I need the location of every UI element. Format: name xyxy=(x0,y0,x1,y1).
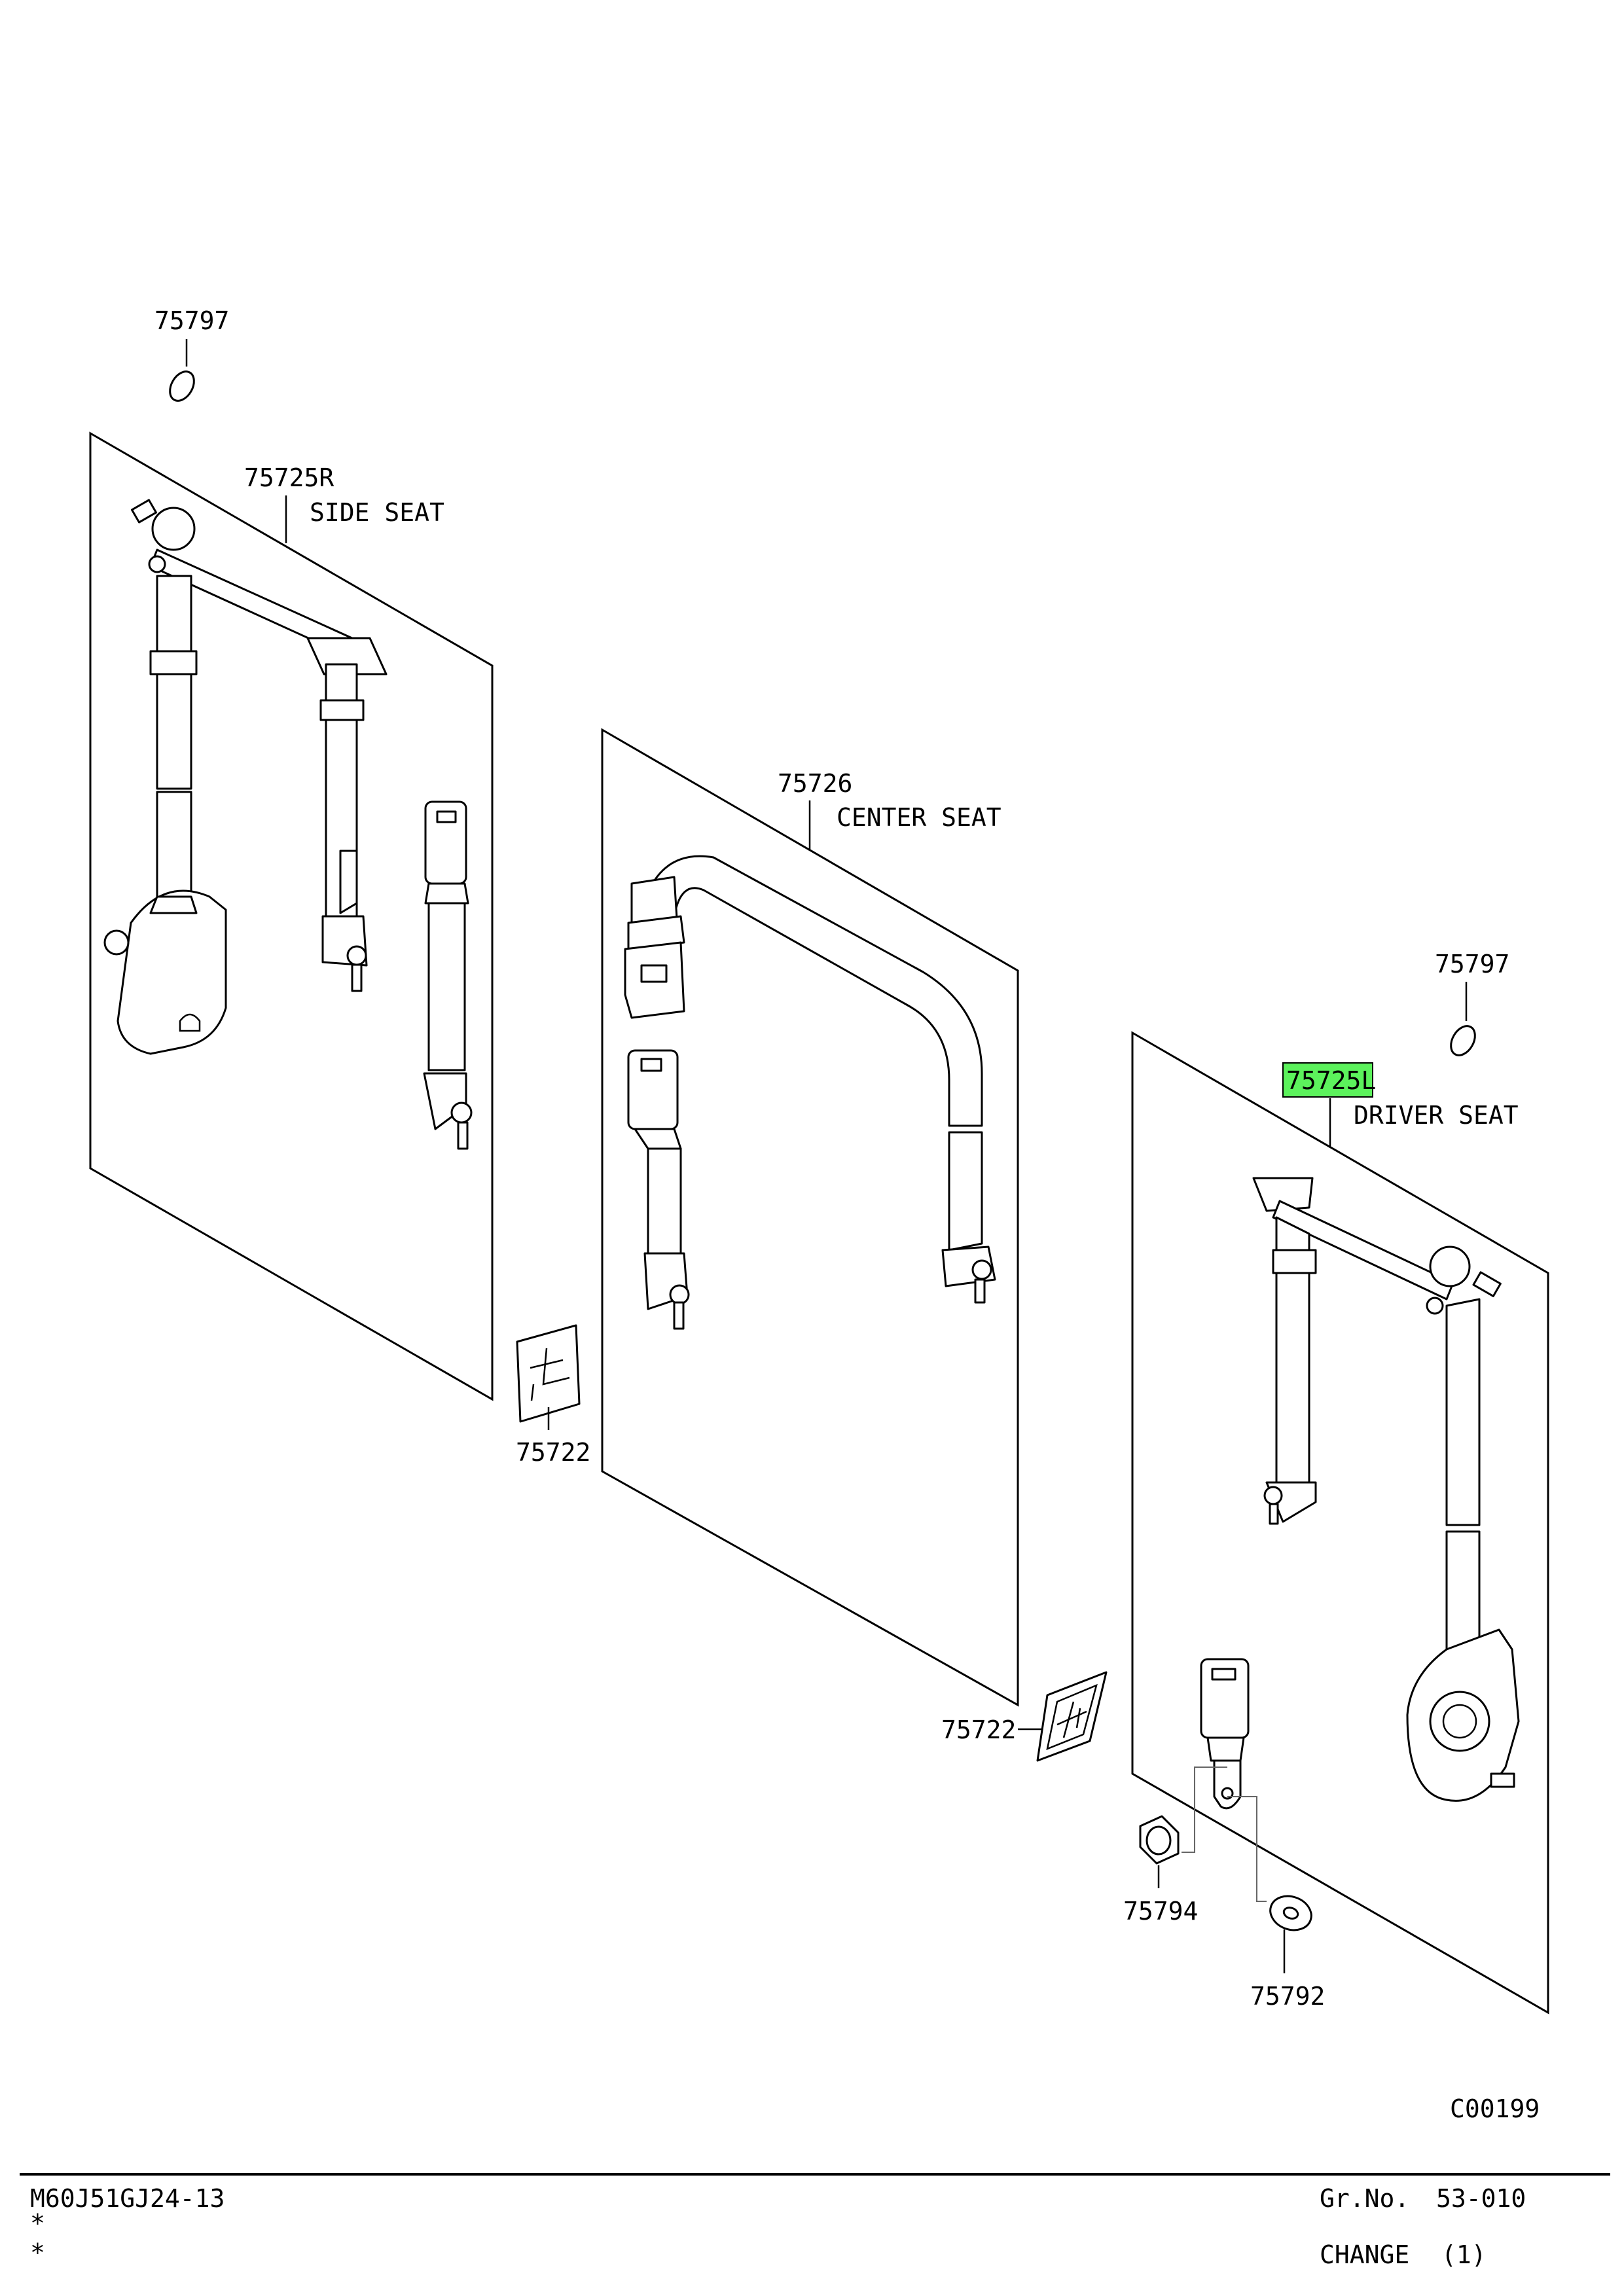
grommet-icon xyxy=(1450,1025,1476,1056)
part-75797-top[interactable]: 75797 xyxy=(154,306,229,405)
part-75722-center[interactable]: 75722 xyxy=(941,1671,1108,1762)
driver-seat-panel xyxy=(1131,1031,1549,2015)
side-seat-belt-icon xyxy=(103,499,473,1150)
label-driver-seat: DRIVER SEAT xyxy=(1354,1101,1519,1130)
bracket-icon xyxy=(1036,1671,1108,1762)
label-side-seat: SIDE SEAT xyxy=(310,498,444,527)
callout-75722-left: 75722 xyxy=(516,1438,590,1467)
callout-75794: 75794 xyxy=(1123,1897,1198,1926)
callout-75797-top: 75797 xyxy=(154,306,229,335)
illustration-code: C00199 xyxy=(1450,2094,1540,2123)
callout-75792: 75792 xyxy=(1250,1982,1325,2011)
center-seat-belt-icon xyxy=(624,855,996,1330)
callout-75797-right: 75797 xyxy=(1435,950,1509,978)
callout-75725L: 75725L xyxy=(1286,1066,1376,1095)
center-seat-panel xyxy=(601,728,1019,1707)
part-75726[interactable]: 75726 CENTER SEAT xyxy=(624,769,1001,1330)
footer-note-1: * xyxy=(30,2209,45,2238)
cover-icon xyxy=(516,1324,581,1423)
part-75794[interactable]: 75794 xyxy=(1123,1815,1198,1926)
grommet-icon xyxy=(169,370,195,402)
callout-75722-center: 75722 xyxy=(941,1715,1016,1744)
footer-change-value: (1) xyxy=(1441,2240,1487,2269)
part-75725R[interactable]: 75725R SIDE SEAT xyxy=(103,463,473,1150)
callout-75726: 75726 xyxy=(778,769,852,798)
label-center-seat: CENTER SEAT xyxy=(837,803,1001,832)
footer-change-label: CHANGE xyxy=(1320,2240,1409,2269)
highlight-75725L xyxy=(1282,1062,1373,1098)
callout-75725R: 75725R xyxy=(244,463,334,492)
driver-seat-belt-icon xyxy=(1182,1177,1520,1902)
nut-icon xyxy=(1139,1815,1180,1865)
washer-icon xyxy=(1269,1895,1312,1931)
footer-group-label: Gr.No. xyxy=(1320,2184,1409,2213)
part-75797-right[interactable]: 75797 xyxy=(1435,950,1509,1060)
footer-group-number: 53-010 xyxy=(1436,2184,1526,2213)
part-75792[interactable]: 75792 xyxy=(1250,1891,1325,2011)
part-75722-left[interactable]: 75722 xyxy=(516,1324,590,1467)
footer-note-2: * xyxy=(30,2238,45,2267)
side-seat-panel xyxy=(89,431,494,1401)
part-75725L[interactable]: 75725L DRIVER SEAT xyxy=(1182,1062,1520,1902)
footer-model: M60J51GJ24-13 xyxy=(30,2184,225,2213)
